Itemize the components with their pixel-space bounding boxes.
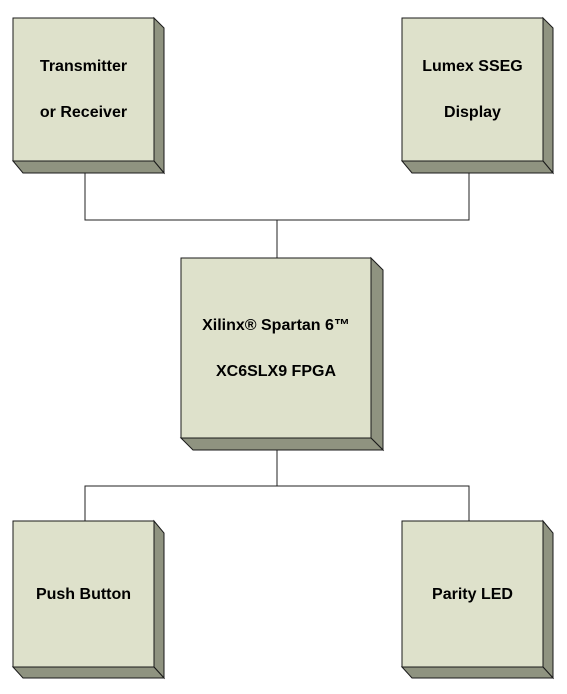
push-button-block-face: [12, 520, 155, 668]
connectors: [84, 172, 470, 521]
transmitter-block-face: [12, 17, 155, 162]
push-button-block-side: [153, 519, 165, 680]
fpga-block-side: [370, 256, 384, 452]
parity-led-label: Parity LED: [402, 521, 543, 667]
sseg-label-line2: Display: [444, 104, 501, 121]
parity-led-block-side: [542, 519, 554, 680]
connector-bus-to-push-button: [84, 485, 277, 521]
sseg-block-face: [401, 17, 544, 162]
transmitter-block-side: [153, 16, 165, 175]
sseg-label: Lumex SSEG Display: [402, 18, 543, 161]
push-button-label: Push Button: [13, 521, 154, 667]
push-button-block-bottom: [11, 666, 166, 679]
fpga-label: Xilinx® Spartan 6™ XC6SLX9 FPGA: [181, 258, 371, 438]
parity-led-block: [400, 519, 555, 680]
transmitter-label-line1: Transmitter: [39, 58, 128, 75]
transmitter-label: Transmitter or Receiver: [13, 18, 154, 161]
push-button-block: [11, 519, 166, 680]
fpga-block-bottom: [179, 437, 385, 451]
parity-led-block-bottom: [400, 666, 555, 679]
connector-transmitter-to-bus: [84, 172, 277, 221]
transmitter-block-bottom: [11, 160, 166, 174]
sseg-block: [400, 16, 555, 175]
push-button-label-text: Push Button: [35, 585, 132, 603]
transmitter-label-line2: or Receiver: [39, 104, 128, 121]
parity-led-block-face: [401, 520, 544, 668]
parity-led-label-text: Parity LED: [432, 585, 513, 603]
fpga-label-line1: Xilinx® Spartan 6™: [202, 316, 350, 334]
connector-bus-to-parity-led: [277, 485, 470, 521]
fpga-label-line2: XC6SLX9 FPGA: [215, 362, 336, 380]
transmitter-block: [11, 16, 166, 175]
fpga-block: [179, 256, 385, 452]
sseg-label-line1: Lumex SSEG: [422, 58, 523, 75]
fpga-block-face: [180, 257, 372, 439]
sseg-block-side: [542, 16, 554, 175]
connector-sseg-to-bus: [277, 172, 470, 221]
sseg-block-bottom: [400, 160, 555, 174]
